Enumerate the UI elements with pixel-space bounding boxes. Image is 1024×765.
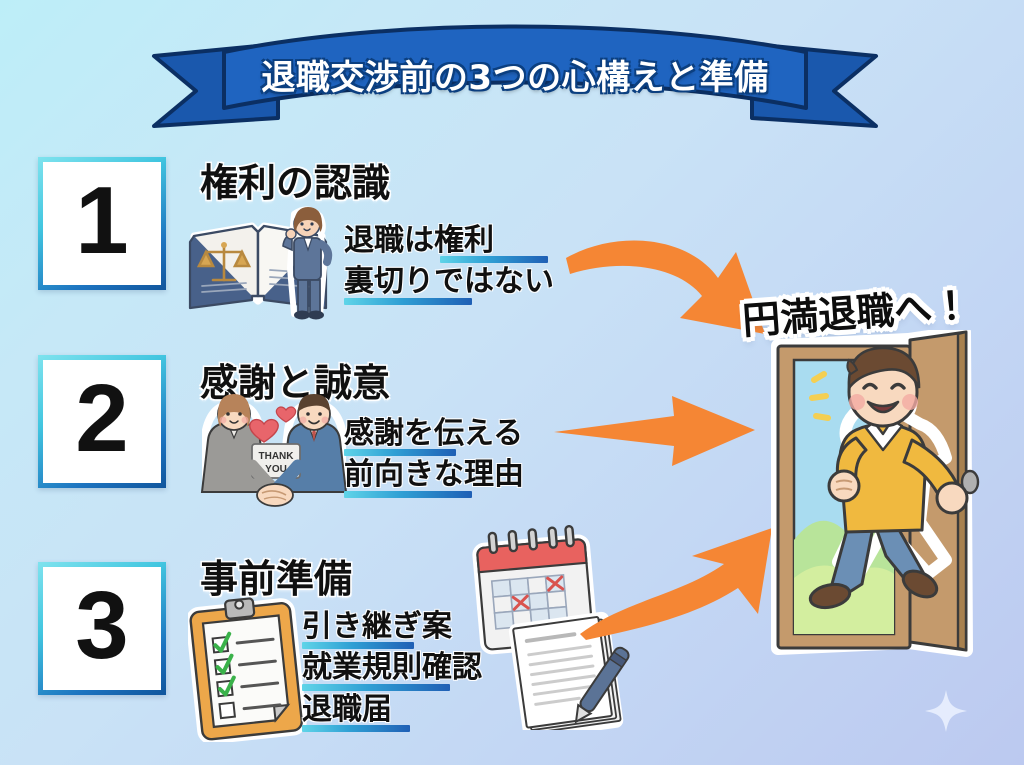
banner-title: 退職交渉前の3つの心構えと準備 bbox=[261, 58, 769, 98]
step-3-bullet-2: 就業規則確認 bbox=[302, 649, 482, 691]
step-2-bullet-2-text: 前向きな理由 bbox=[344, 457, 524, 493]
step-1-bullet-2-text: 裏切りではない bbox=[344, 264, 554, 300]
step-3-bullets: 引き継ぎ案 就業規則確認 退職届 bbox=[302, 608, 482, 733]
law-book-scales-businesswoman-icon bbox=[188, 206, 333, 320]
step-3-heading: 事前準備 bbox=[200, 557, 353, 601]
step-2-bullets: 感謝を伝える 前向きな理由 bbox=[344, 415, 524, 498]
arrow-curved-up-right-icon bbox=[580, 528, 772, 640]
step-2-number-box: 2 bbox=[38, 355, 166, 488]
step-1-bullets: 退職は権利 裏切りではない bbox=[344, 222, 554, 305]
step-1-bullet-1-text: 退職は権利 bbox=[344, 223, 494, 258]
underline-accent bbox=[302, 642, 414, 650]
step-2-number: 2 bbox=[75, 364, 129, 472]
step-1-number: 1 bbox=[75, 166, 129, 274]
step-3-number: 3 bbox=[75, 571, 129, 679]
underline-accent bbox=[344, 297, 472, 305]
step-2-bullet-2: 前向きな理由 bbox=[344, 456, 524, 498]
step-2-bullet-1-text: 感謝を伝える bbox=[344, 416, 524, 451]
step-2-bullet-1: 感謝を伝える bbox=[344, 415, 524, 457]
man-walking-through-open-door-icon bbox=[771, 330, 980, 657]
calendar-document-pen-icon bbox=[472, 525, 630, 730]
underline-accent bbox=[302, 725, 410, 733]
banner-ribbon-shape bbox=[152, 24, 878, 128]
underline-accent bbox=[344, 449, 456, 457]
step-3-bullet-3-text: 退職届 bbox=[302, 691, 392, 727]
arrow-curved-down-right-icon bbox=[566, 240, 765, 334]
step-1-bullet-1: 退職は権利 bbox=[344, 222, 554, 264]
step-3-bullet-1: 引き継ぎ案 bbox=[302, 608, 482, 650]
svg-text:YOU: YOU bbox=[265, 464, 287, 475]
step-3-bullet-3: 退職届 bbox=[302, 691, 482, 733]
underline-accent bbox=[440, 256, 548, 264]
step-1-number-box: 1 bbox=[38, 157, 166, 290]
arrow-straight-right-icon bbox=[554, 396, 755, 466]
underline-accent bbox=[344, 490, 472, 498]
step-1-bullet-2: 裏切りではない bbox=[344, 263, 554, 305]
step-3-bullet-2-text: 就業規則確認 bbox=[302, 650, 482, 686]
sparkle-icon bbox=[925, 690, 967, 732]
step-1-heading: 権利の認識 bbox=[200, 161, 391, 205]
underline-accent bbox=[302, 683, 450, 691]
step-3-bullet-1-text: 引き継ぎ案 bbox=[302, 609, 452, 644]
banner-ribbon: 退職交渉前の3つの心構えと準備 bbox=[150, 22, 880, 132]
handshake-thank-you-icon: THANK YOU bbox=[200, 394, 348, 507]
checklist-clipboard-icon bbox=[188, 597, 307, 742]
svg-text:THANK: THANK bbox=[259, 451, 295, 462]
step-3-number-box: 3 bbox=[38, 562, 166, 695]
